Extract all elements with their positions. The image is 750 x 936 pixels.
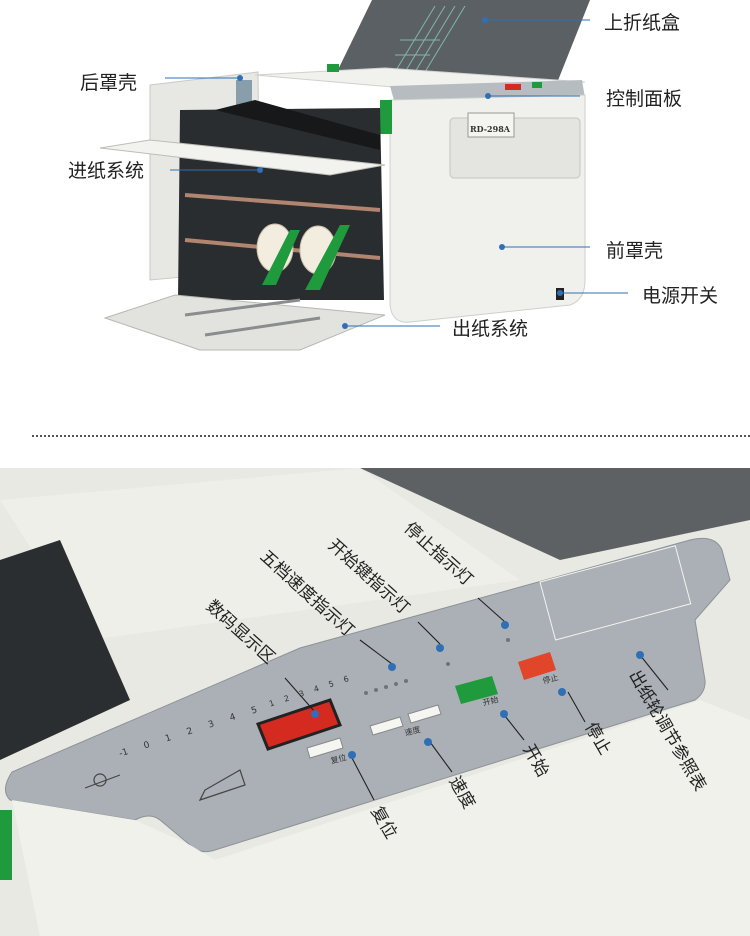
scale-digit: 5 (250, 705, 259, 717)
reference-table (539, 545, 692, 641)
panel-diagrams (84, 769, 246, 802)
overview-leader-dots (237, 17, 563, 329)
print-start-key: 开始 (481, 694, 500, 708)
panel-red-display-mini (505, 84, 521, 90)
scale-digit: 4 (228, 712, 238, 724)
print-speed-key: 速度 (403, 724, 422, 738)
label-start: 开始 (518, 741, 553, 781)
speed-digit-row: 1 2 3 4 5 6 (268, 674, 350, 708)
exit-tray-rails (184, 298, 321, 337)
green-knob-top[interactable] (327, 64, 339, 72)
scale-digit: 2 (185, 726, 195, 738)
label-power-switch: 电源开关 (642, 285, 719, 307)
start-led (446, 662, 450, 666)
feed-plates (215, 100, 380, 150)
scale-digit: 3 (207, 719, 216, 731)
label-feed-system: 进纸系统 (68, 160, 145, 182)
speed-leds (364, 679, 408, 695)
output-tray-shape (333, 0, 590, 88)
scale-digit: -1 (118, 747, 130, 760)
scale-digit-row: -1 0 1 2 3 4 5 (118, 705, 259, 759)
print-stop-key: 停止 (541, 672, 560, 686)
label-control-panel: 控制面板 (606, 88, 683, 110)
green-guide-left[interactable] (380, 100, 392, 134)
stop-led (506, 638, 510, 642)
speed-digit: 4 (312, 683, 321, 695)
label-adjust-table: 出纸轮调节参照表 (624, 667, 710, 795)
feed-tray-shape (99, 139, 386, 176)
speed-digit: 2 (282, 693, 291, 704)
label-speed: 速度 (444, 773, 479, 813)
closeup-green-bracket (0, 810, 12, 880)
closeup-interior-dark (0, 540, 130, 760)
label-stop-indicator: 停止指示灯 (399, 518, 477, 591)
scale-digit: 1 (164, 733, 173, 745)
panel-green-key-mini (532, 82, 542, 88)
label-display-area: 数码显示区 (201, 596, 279, 669)
section-divider (32, 435, 750, 437)
label-output-tray: 上折纸盒 (604, 12, 681, 34)
badge-plate (467, 112, 515, 138)
closeup-background (0, 468, 750, 936)
label-exit-system: 出纸系统 (452, 318, 529, 340)
speed-key-left[interactable] (369, 716, 404, 736)
exit-tray-shape (103, 294, 386, 351)
speed-digit: 6 (342, 674, 351, 685)
label-stop: 停止 (580, 719, 615, 759)
label-rear-cover: 后罩壳 (80, 72, 138, 94)
label-start-indicator: 开始键指示灯 (323, 535, 414, 619)
speed-digit: 5 (327, 679, 336, 690)
green-belts (262, 225, 350, 290)
speed-key-right[interactable] (407, 704, 442, 724)
scale-digit: 0 (142, 740, 152, 752)
speed-digit: 3 (297, 688, 306, 699)
badge-text: RD-298A (470, 124, 511, 134)
tray-scale-marks (394, 5, 466, 73)
label-front-cover: 前罩壳 (606, 240, 664, 262)
print-reset-key: 复位 (329, 752, 348, 766)
speed-digit: 1 (268, 698, 276, 709)
overview-leader-lines (165, 19, 628, 327)
label-reset: 复位 (366, 803, 401, 843)
machine-overview-illustration: RD-298A (99, 0, 628, 351)
